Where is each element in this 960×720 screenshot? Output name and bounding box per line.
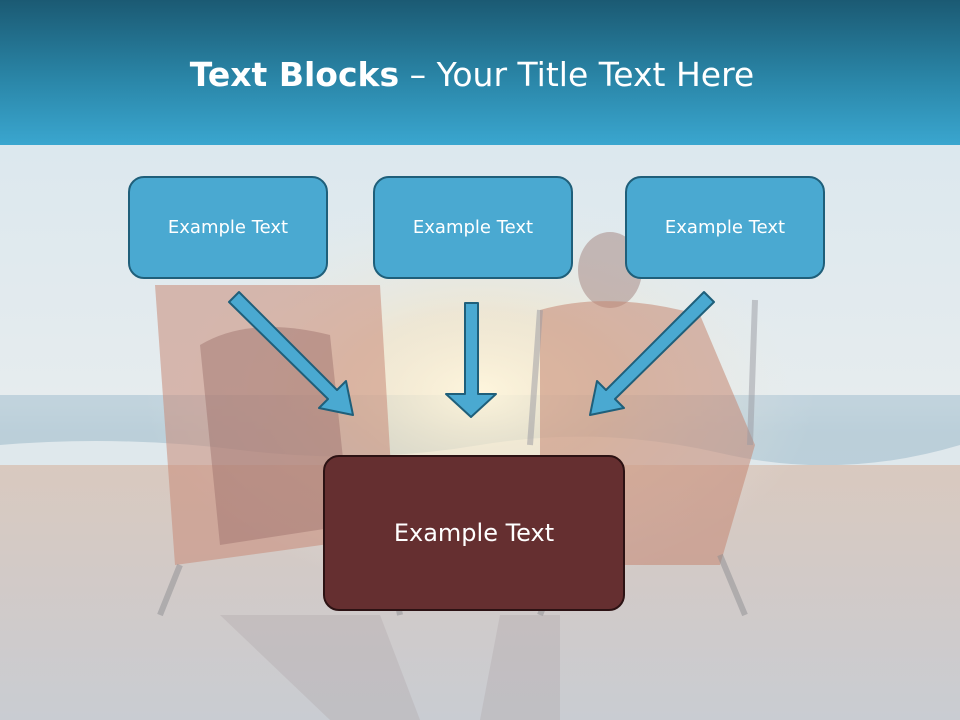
title-rest-text: – Your Title Text Here [399, 55, 755, 94]
summary-block[interactable]: Example Text [323, 455, 625, 611]
title-bar: Text Blocks – Your Title Text Here [0, 0, 960, 145]
text-block-2[interactable]: Example Text [373, 176, 573, 279]
summary-block-label: Example Text [393, 519, 555, 547]
slide-title: Text Blocks – Your Title Text Here [0, 52, 944, 98]
text-block-2-label: Example Text [412, 217, 534, 238]
text-block-3[interactable]: Example Text [625, 176, 825, 279]
text-block-3-label: Example Text [664, 217, 786, 238]
title-bold-text: Text Blocks [189, 55, 400, 94]
text-block-1-label: Example Text [167, 217, 289, 238]
text-block-1[interactable]: Example Text [128, 176, 328, 279]
